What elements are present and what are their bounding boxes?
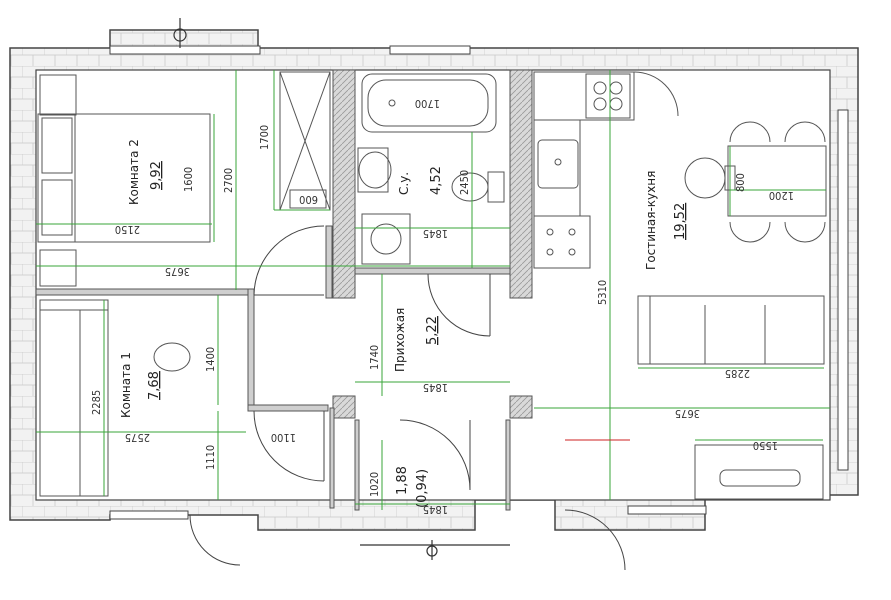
windows [109,45,849,520]
dim-2700: 2700 [222,168,235,193]
dimension-lines [36,70,830,510]
dim-2575: 2575 [125,431,150,444]
bath-name: С.у. [397,172,411,195]
dining-table [727,145,827,217]
interior-walls [35,69,533,511]
hall-name: Прихожая [393,308,407,372]
living-name: Гостиная-кухня [644,171,658,270]
dim-1110: 1110 [204,445,217,470]
sofa-room1 [39,299,109,497]
hob [585,73,631,119]
dim-2285-room1: 2285 [90,390,103,415]
dim-1020: 1020 [368,472,381,497]
dim-1200: 1200 [769,189,794,202]
hall-area: 5,22 [425,316,440,345]
dim-600: 600 [299,193,318,206]
dim-800: 800 [734,173,747,192]
dim-1700-wardrobe: 1700 [258,125,271,150]
dim-1400: 1400 [204,347,217,372]
living-area: 19,52 [673,203,688,240]
dim-2150: 2150 [115,223,140,236]
room1-name: Комната 1 [119,352,133,418]
washer [361,213,411,265]
vestibule-area: 1,88 [395,466,410,495]
vestibule-area-2: (0,94) [415,469,430,508]
furniture [37,71,827,500]
dim-1845-bottom: 1845 [423,503,448,516]
kitchen-sink [537,139,579,189]
chair [153,342,191,372]
bathtub [361,73,497,133]
dim-1550: 1550 [753,439,778,452]
dim-2285-sofa: 2285 [725,367,750,380]
doors [189,225,626,571]
sofa [637,295,825,365]
room2-area: 9,92 [149,161,164,190]
room2-name: Комната 2 [127,139,141,205]
bath-area: 4,52 [429,166,444,195]
dim-5310: 5310 [596,280,609,305]
dim-3675-bottom: 3675 [675,407,700,420]
dim-2450: 2450 [458,170,471,195]
dim-1845-hall: 1845 [423,381,448,394]
sink [358,151,392,189]
dim-1740: 1740 [368,345,381,370]
entrance-markers [173,18,510,560]
bed [37,113,211,243]
dim-1845-bath: 1845 [423,227,448,240]
room1-area: 7,68 [147,371,162,400]
stove [533,215,591,269]
dim-3675-top: 3675 [165,265,190,278]
tv-unit [694,444,824,500]
dim-1100: 1100 [271,431,296,444]
dim-1600: 1600 [182,167,195,192]
dim-1700-bath: 1700 [415,97,440,110]
